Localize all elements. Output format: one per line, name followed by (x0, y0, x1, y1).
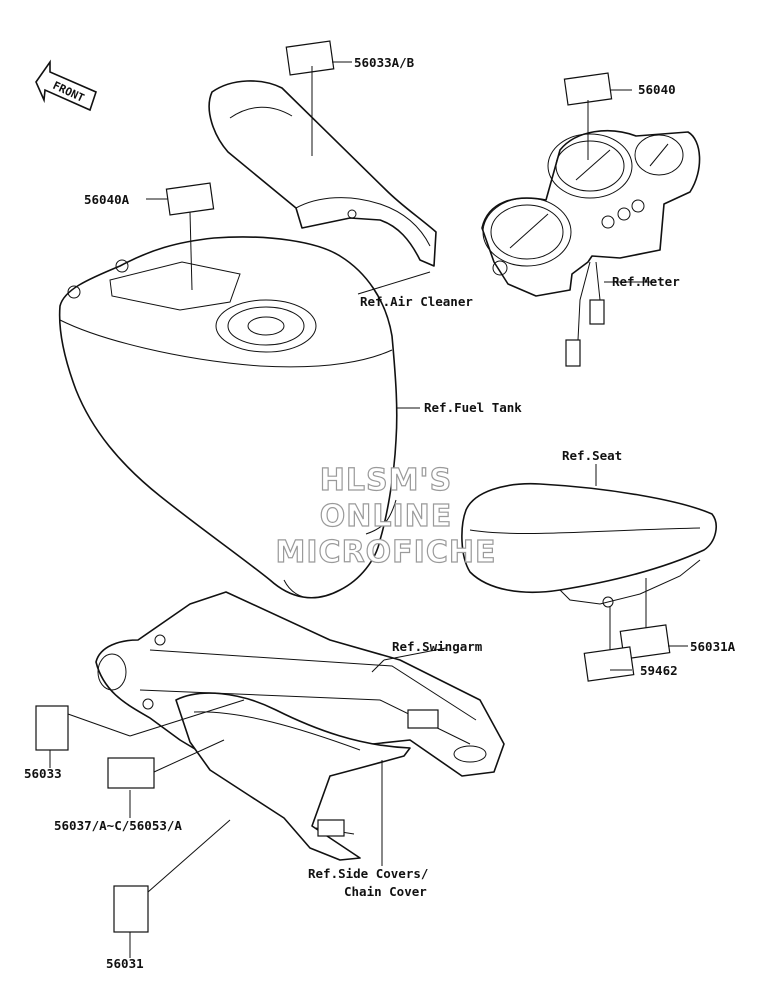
ref-fuel-tank: Ref.Fuel Tank (424, 400, 522, 415)
leader-lines (49, 61, 688, 958)
decal-56031A (619, 624, 671, 660)
decal-59462 (583, 646, 635, 682)
label-56037: 56037/A~C/56053/A (54, 818, 182, 833)
ref-air-cleaner: Ref.Air Cleaner (360, 294, 473, 309)
decal-56033AB (285, 40, 335, 76)
fuel-tank (58, 236, 398, 599)
label-56031A: 56031A (690, 639, 736, 654)
chain-cover (175, 692, 411, 861)
meter-assembly (481, 130, 701, 367)
ref-meter: Ref.Meter (612, 274, 680, 289)
decal-56037 (107, 757, 155, 789)
decal-56040A (165, 182, 215, 216)
ref-side-covers-line2: Chain Cover (344, 884, 427, 899)
decal-56031 (113, 885, 149, 933)
label-56031: 56031 (106, 956, 144, 971)
ref-side-covers-line1: Ref.Side Covers/ (308, 866, 428, 881)
watermark-line2: ONLINE (320, 499, 453, 534)
watermark-line1: HLSM'S (320, 463, 452, 498)
watermark-line3: MICROFICHE (276, 535, 497, 570)
decal-56033 (35, 705, 69, 751)
label-56033: 56033 (24, 766, 62, 781)
label-56033AB: 56033A/B (354, 55, 415, 70)
label-56040A: 56040A (84, 192, 130, 207)
decal-56040 (563, 72, 613, 106)
label-56040: 56040 (638, 82, 676, 97)
watermark: HLSM'S ONLINE MICROFICHE (275, 462, 497, 570)
front-arrow-icon: FRONT (35, 59, 97, 112)
ref-seat: Ref.Seat (562, 448, 622, 463)
air-cleaner-cover (208, 80, 437, 267)
seat (461, 482, 717, 608)
ref-swingarm: Ref.Swingarm (392, 639, 483, 654)
label-59462: 59462 (640, 663, 678, 678)
